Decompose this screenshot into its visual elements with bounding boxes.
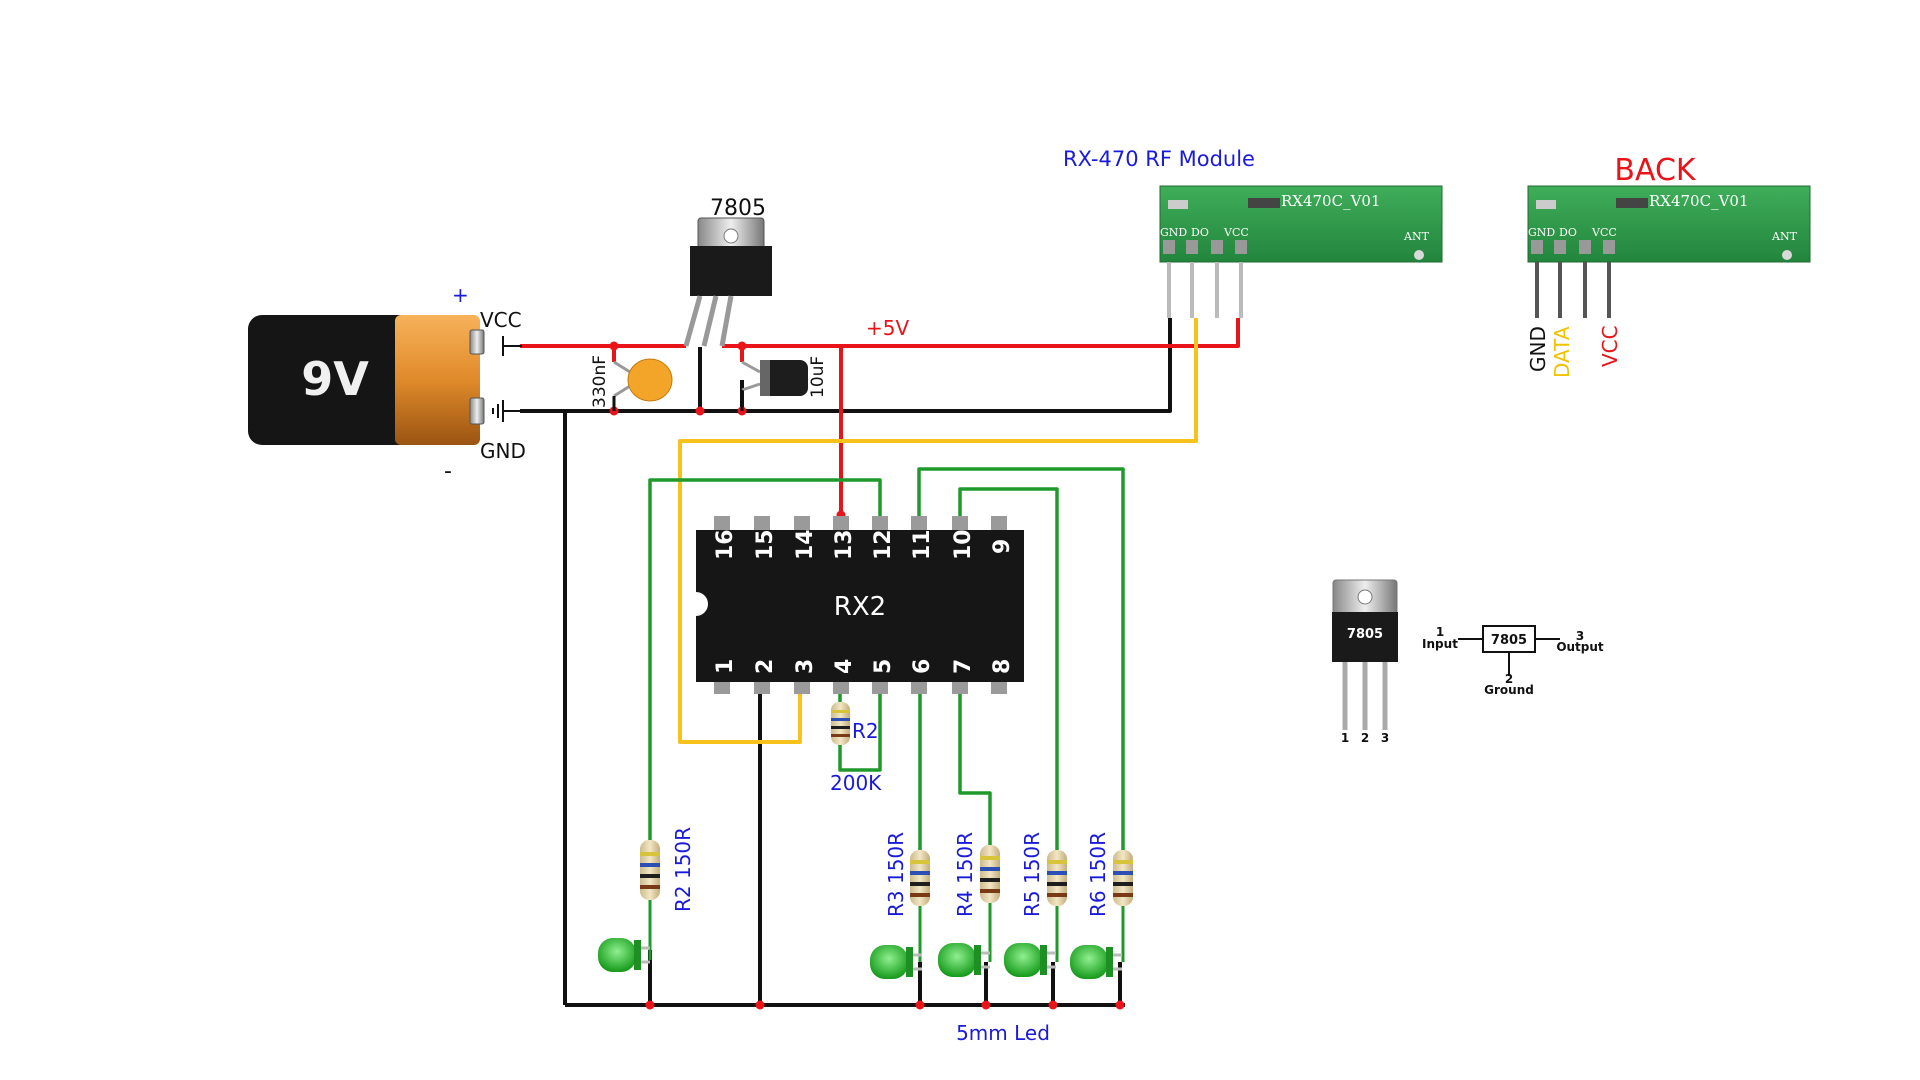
- svg-text:7: 7: [951, 659, 976, 674]
- svg-text:8: 8: [990, 659, 1015, 674]
- svg-text:3: 3: [793, 659, 818, 674]
- pinout-7805: [1332, 579, 1560, 730]
- pinout-output: Output: [1556, 640, 1604, 654]
- ic-rx2: [696, 516, 1024, 694]
- rf-back-pin-vcc: VCC: [1591, 226, 1617, 239]
- svg-text:6: 6: [910, 659, 935, 674]
- svg-text:11: 11: [910, 529, 935, 560]
- rf-module-front: [1159, 185, 1443, 318]
- led-resistors: [640, 840, 1133, 906]
- rf-pin-do: DO: [1191, 226, 1209, 239]
- svg-text:9: 9: [990, 539, 1015, 554]
- r-osc-value: 200K: [830, 771, 882, 795]
- svg-text:R5 150R: R5 150R: [1020, 832, 1044, 917]
- regulator-label: 7805: [710, 196, 766, 221]
- regulator-7805: [683, 217, 772, 347]
- pinout-pin-2: 2: [1361, 731, 1369, 745]
- back-label-data: DATA: [1550, 326, 1574, 378]
- pinout-pin-3: 3: [1381, 731, 1389, 745]
- ic-label: RX2: [834, 592, 886, 622]
- back-label-vcc: VCC: [1598, 325, 1622, 367]
- rf-back-board-text: RX470C_V01: [1649, 192, 1749, 210]
- battery-label: 9V: [301, 352, 369, 406]
- cap-10uf-label: 10uF: [808, 356, 828, 398]
- svg-text:R6 150R: R6 150R: [1086, 832, 1110, 917]
- svg-text:12: 12: [871, 529, 896, 560]
- svg-text:16: 16: [713, 529, 738, 560]
- svg-text:10: 10: [951, 529, 976, 560]
- rf-pin-vcc: VCC: [1223, 226, 1249, 239]
- led-label: 5mm Led: [956, 1021, 1050, 1045]
- pinout-input: Input: [1422, 637, 1458, 651]
- electrolytic-capacitor-10uf: [740, 360, 808, 411]
- battery-9v: 9V: [248, 315, 485, 445]
- rf-back-pin-do: DO: [1559, 226, 1577, 239]
- led-resistor-labels: R2 150R R3 150R R4 150R R5 150R R6 150R: [671, 827, 1110, 917]
- svg-text:15: 15: [753, 529, 778, 560]
- rf-module-back: [1527, 185, 1811, 318]
- rf-board-text: RX470C_V01: [1281, 192, 1381, 210]
- rf-ant: ANT: [1403, 230, 1430, 243]
- pinout-ground-num: 2: [1505, 672, 1513, 686]
- pinout-pin-1: 1: [1341, 731, 1349, 745]
- svg-text:13: 13: [832, 529, 857, 560]
- svg-text:14: 14: [793, 529, 818, 560]
- svg-text:5: 5: [871, 659, 896, 674]
- rf-module-title: RX-470 RF Module: [1063, 147, 1255, 171]
- pinout-box-label: 7805: [1491, 633, 1527, 648]
- pinout-ground: Ground: [1484, 683, 1534, 697]
- rail-5v-label: +5V: [866, 316, 909, 340]
- pinout-output-num: 3: [1576, 629, 1584, 643]
- svg-text:4: 4: [832, 659, 857, 674]
- terminal-symbols: [492, 336, 522, 422]
- junction-dots: [609, 341, 1125, 1010]
- r-osc-name: R2: [852, 719, 879, 743]
- battery-minus: -: [444, 459, 452, 484]
- svg-text:R2 150R: R2 150R: [671, 827, 695, 912]
- svg-text:R4 150R: R4 150R: [953, 832, 977, 917]
- rf-pin-gnd: GND: [1160, 226, 1187, 239]
- svg-text:R3 150R: R3 150R: [884, 832, 908, 917]
- pinout-chip-label: 7805: [1347, 627, 1383, 642]
- ceramic-capacitor-330nf: [612, 358, 673, 411]
- pinout-input-num: 1: [1436, 625, 1444, 639]
- battery-plus: +: [452, 283, 469, 307]
- green-leds: [598, 938, 1122, 979]
- gnd-label: GND: [480, 439, 526, 463]
- svg-text:1: 1: [713, 659, 738, 674]
- resistor-200k: [831, 702, 850, 745]
- cap-330nf-label: 330nF: [590, 355, 610, 408]
- rf-back-ant: ANT: [1771, 230, 1798, 243]
- wires: [520, 318, 1240, 1007]
- vcc-label: VCC: [480, 308, 522, 332]
- ic-pin-numbers: 16 15 14 13 12 11 10 9 1 2 3 4 5 6 7 8: [713, 529, 1015, 674]
- rf-back-title: BACK: [1614, 153, 1697, 188]
- rf-back-pin-gnd: GND: [1528, 226, 1555, 239]
- svg-text:2: 2: [753, 659, 778, 674]
- back-label-gnd: GND: [1526, 326, 1550, 372]
